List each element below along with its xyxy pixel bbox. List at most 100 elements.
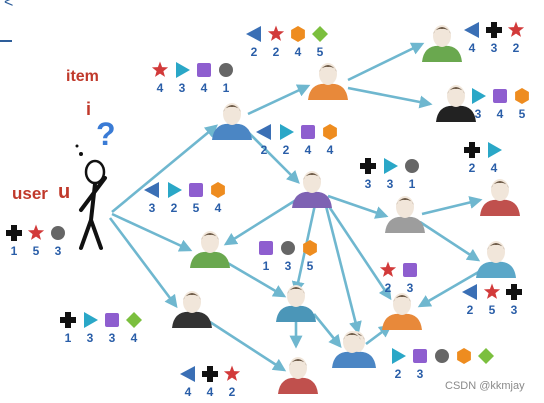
rating-number: 1 <box>11 244 18 258</box>
arrow-11 <box>421 196 483 216</box>
star-icon <box>223 365 241 381</box>
cross-icon <box>464 142 480 158</box>
rating-number: 3 <box>149 201 156 215</box>
diamond-icon <box>126 312 142 328</box>
triangle-icon <box>144 182 159 198</box>
rating-number: 3 <box>407 281 414 295</box>
hexagon-icon <box>515 88 529 104</box>
rating-number: 3 <box>387 177 394 191</box>
rating-number: 4 <box>207 385 214 399</box>
diamond-icon <box>312 26 328 42</box>
arrow-19 <box>209 320 287 372</box>
arrow-10 <box>324 205 362 335</box>
rating-number: 2 <box>467 303 474 317</box>
person-l-avatar <box>172 291 212 328</box>
hexagon-icon <box>323 124 337 140</box>
person-n-avatar <box>278 357 318 394</box>
arrow-12 <box>419 220 481 262</box>
rating-number: 3 <box>475 107 482 121</box>
rating-number: 3 <box>109 331 116 345</box>
triangle-icon <box>246 26 261 42</box>
rating-number: 1 <box>409 177 416 191</box>
question-mark-icon: ? <box>96 116 116 152</box>
play-icon <box>488 142 502 158</box>
rating-number: 1 <box>65 331 72 345</box>
rating-number: 2 <box>251 45 258 59</box>
hexagon-icon <box>457 348 471 364</box>
hexagon-icon <box>303 240 317 256</box>
play-icon <box>168 182 182 198</box>
square-icon <box>259 241 273 255</box>
person-g-avatar <box>480 179 520 216</box>
arrow-18 <box>312 313 342 349</box>
play-icon <box>384 158 398 174</box>
square-icon <box>403 263 417 277</box>
cross-icon <box>486 22 502 38</box>
rating-number: 2 <box>273 45 280 59</box>
rating-number: 2 <box>469 161 476 175</box>
rating-number: 4 <box>131 331 138 345</box>
square-icon <box>105 313 119 327</box>
rating-number: 3 <box>285 259 292 273</box>
hexagon-icon <box>291 26 305 42</box>
arrow-3 <box>108 217 178 309</box>
rating-number: 5 <box>519 107 526 121</box>
star-icon <box>27 224 45 240</box>
thinking-user-avatar <box>75 144 107 250</box>
rating-number: 5 <box>317 45 324 59</box>
rating-number: 4 <box>215 201 222 215</box>
rating-number: 4 <box>201 81 208 95</box>
person-o-avatar <box>332 331 372 368</box>
rating-number: 4 <box>497 107 504 121</box>
person-k-avatar <box>382 293 422 330</box>
arrow-1 <box>111 124 219 214</box>
cross-icon <box>202 366 218 382</box>
person-d-avatar <box>436 85 476 122</box>
rating-number: 3 <box>417 367 424 381</box>
rating-right-upper: 3 4 5 <box>472 88 529 121</box>
cross-icon <box>360 158 376 174</box>
rating-number: 5 <box>193 201 200 215</box>
hexagon-icon <box>211 182 225 198</box>
person-f-avatar <box>385 196 425 233</box>
arrow-7 <box>243 127 300 184</box>
arrow-4 <box>247 84 311 116</box>
arrow-15 <box>225 260 287 298</box>
item-title: item <box>66 68 99 85</box>
rating-number: 4 <box>469 41 476 55</box>
circle-icon <box>219 63 233 77</box>
item-variable: i <box>86 99 92 119</box>
triangle-icon <box>462 284 477 300</box>
cross-icon <box>506 284 522 300</box>
arrow-9 <box>324 201 392 301</box>
star-icon <box>151 61 169 77</box>
rating-number: 2 <box>229 385 236 399</box>
triangle-icon <box>464 22 479 38</box>
circle-icon <box>281 241 295 255</box>
square-icon <box>413 349 427 363</box>
person-a-avatar <box>212 103 252 140</box>
arrow-5 <box>347 42 425 82</box>
corner-chevron: < <box>4 0 14 11</box>
diamond-icon <box>478 348 494 364</box>
rating-number: 4 <box>491 161 498 175</box>
circle-icon <box>405 159 419 173</box>
arrow-8 <box>327 194 389 219</box>
rating-number: 5 <box>307 259 314 273</box>
rating-number: 5 <box>33 244 40 258</box>
user-title: user <box>12 184 48 203</box>
cross-icon <box>60 312 76 328</box>
star-icon <box>483 283 501 299</box>
rating-number: 2 <box>513 41 520 55</box>
person-h-avatar <box>476 241 516 278</box>
star-icon <box>267 25 285 41</box>
star-icon <box>507 21 525 37</box>
rating-number: 3 <box>511 303 518 317</box>
